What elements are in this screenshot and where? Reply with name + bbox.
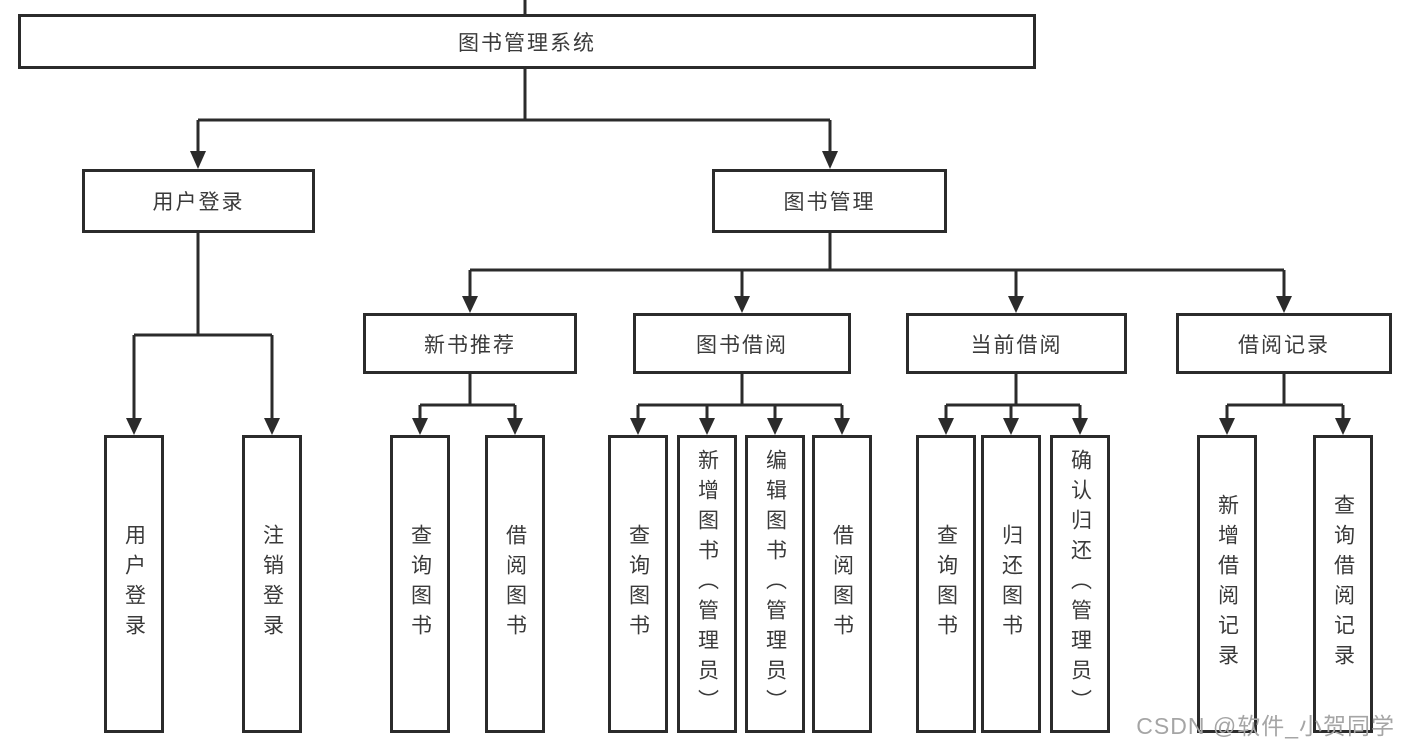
leaf-edit-books-admin: 编辑图书（管理员） <box>745 435 805 733</box>
leaf-query-borrow-record: 查询借阅记录 <box>1313 435 1373 733</box>
node-label: 当前借阅 <box>970 333 1063 357</box>
leaf-confirm-return-admin: 确认归还（管理员） <box>1050 435 1110 733</box>
arrowheads <box>126 151 1351 435</box>
leaf-label: 查询图书 <box>408 524 432 644</box>
leaf-return-books: 归还图书 <box>981 435 1041 733</box>
node-label: 图书借阅 <box>696 333 788 357</box>
node-new-book-recommendation: 新书推荐 <box>363 313 577 374</box>
leaf-add-books-admin: 新增图书（管理员） <box>677 435 737 733</box>
node-book-management: 图书管理 <box>712 169 947 233</box>
node-book-borrowing: 图书借阅 <box>633 313 851 374</box>
leaf-label: 编辑图书（管理员） <box>763 449 787 719</box>
leaf-label: 注销登录 <box>260 524 284 644</box>
leaf-user-login: 用户登录 <box>104 435 164 733</box>
leaf-query-books-recommend: 查询图书 <box>390 435 450 733</box>
node-current-borrowing: 当前借阅 <box>906 313 1127 374</box>
node-label: 新书推荐 <box>424 333 516 357</box>
leaf-query-books-borrow: 查询图书 <box>608 435 668 733</box>
leaf-label: 用户登录 <box>122 524 146 644</box>
node-library-management-system: 图书管理系统 <box>18 14 1036 69</box>
node-label: 图书管理系统 <box>458 31 596 55</box>
node-label: 用户登录 <box>152 191 245 214</box>
leaf-logout: 注销登录 <box>242 435 302 733</box>
leaf-borrow-books-recommend: 借阅图书 <box>485 435 545 733</box>
leaf-label: 借阅图书 <box>830 524 854 644</box>
leaf-label: 查询图书 <box>626 524 650 644</box>
node-label: 借阅记录 <box>1238 333 1330 357</box>
leaf-add-borrow-record: 新增借阅记录 <box>1197 435 1257 733</box>
leaf-label: 借阅图书 <box>503 524 527 644</box>
leaf-borrow-books: 借阅图书 <box>812 435 872 733</box>
leaf-label: 归还图书 <box>999 524 1023 644</box>
leaf-query-books-current: 查询图书 <box>916 435 976 733</box>
leaf-label: 新增图书（管理员） <box>695 449 719 719</box>
leaf-label: 查询借阅记录 <box>1331 494 1355 674</box>
leaf-label: 新增借阅记录 <box>1215 494 1239 674</box>
leaf-label: 查询图书 <box>934 524 958 644</box>
node-user-login: 用户登录 <box>82 169 315 233</box>
leaf-label: 确认归还（管理员） <box>1068 449 1092 719</box>
node-label: 图书管理 <box>783 191 876 214</box>
node-borrowing-records: 借阅记录 <box>1176 313 1392 374</box>
